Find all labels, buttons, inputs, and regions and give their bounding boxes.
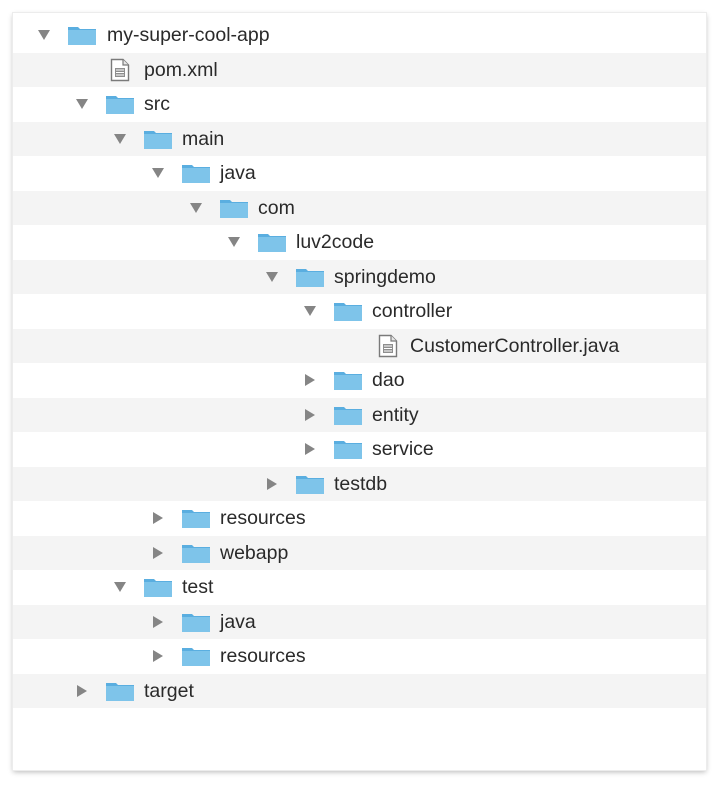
tree-item-label: target [144,679,194,702]
tree-item-label: test [182,576,214,598]
tree-row-service[interactable]: service [13,432,706,467]
tree-item-label: my-super-cool-app [107,24,270,46]
tree-item-label: controller [372,300,453,322]
tree-row-test-resources[interactable]: resources [13,639,706,674]
disclosure-collapsed-icon[interactable] [300,432,320,467]
disclosure-collapsed-icon[interactable] [148,605,168,640]
disclosure-expanded-icon[interactable] [300,294,320,329]
folder-icon [333,294,363,329]
tree-item-label: resources [220,645,306,667]
file-icon [110,53,130,88]
folder-icon [257,225,287,260]
tree-item-label: webapp [220,541,289,564]
empty-row [13,708,706,743]
disclosure-expanded-icon[interactable] [186,191,206,226]
folder-icon [181,639,211,674]
disclosure-expanded-icon[interactable] [148,156,168,191]
folder-icon [143,122,173,157]
folder-icon [181,501,211,536]
disclosure-expanded-icon[interactable] [110,570,130,605]
tree-item-label: entity [372,403,419,426]
folder-icon [333,363,363,398]
tree-row-target[interactable]: target [13,673,706,709]
disclosure-collapsed-icon[interactable] [148,501,168,536]
disclosure-collapsed-icon[interactable] [148,639,168,674]
folder-icon [219,191,249,226]
tree-row-luv2code[interactable]: luv2code [13,225,706,260]
tree-row-java[interactable]: java [13,156,706,191]
tree-row-testdb[interactable]: testdb [13,466,706,502]
tree-row-src[interactable]: src [13,87,706,122]
folder-icon [295,260,325,295]
folder-icon [67,18,97,53]
disclosure-collapsed-icon[interactable] [300,398,320,433]
folder-icon [181,156,211,191]
tree-row-controller[interactable]: controller [13,294,706,329]
folder-icon [105,87,135,122]
tree-row-test-java[interactable]: java [13,604,706,640]
folder-icon [333,398,363,433]
folder-icon [333,432,363,467]
tree-row-springdemo[interactable]: springdemo [13,259,706,295]
tree-row-my-super-cool-app[interactable]: my-super-cool-app [13,18,706,53]
tree-row-com[interactable]: com [13,190,706,226]
disclosure-expanded-icon[interactable] [224,225,244,260]
folder-icon [143,570,173,605]
disclosure-collapsed-icon[interactable] [148,536,168,571]
tree-item-label: springdemo [334,265,436,288]
folder-icon [105,674,135,709]
disclosure-expanded-icon[interactable] [72,87,92,122]
tree-item-label: java [220,162,256,184]
tree-row-dao[interactable]: dao [13,363,706,398]
tree-item-label: CustomerController.java [410,334,620,357]
file-tree: my-super-cool-app pom.xml src main [13,18,706,743]
tree-item-label: main [182,127,225,150]
tree-item-label: testdb [334,472,388,495]
file-icon [378,329,398,364]
folder-icon [181,536,211,571]
folder-icon [295,467,325,502]
tree-item-label: src [144,93,170,115]
tree-item-label: resources [220,507,306,529]
tree-row-webapp[interactable]: webapp [13,535,706,571]
tree-item-label: service [372,438,434,460]
tree-row-test[interactable]: test [13,570,706,605]
disclosure-expanded-icon[interactable] [262,260,282,295]
tree-item-label: luv2code [296,231,375,253]
tree-item-label: dao [372,369,405,391]
tree-row-pom-xml[interactable]: pom.xml [13,52,706,88]
file-tree-panel: my-super-cool-app pom.xml src main [13,13,706,770]
tree-item-label: java [220,610,256,633]
disclosure-collapsed-icon[interactable] [300,363,320,398]
disclosure-expanded-icon[interactable] [34,18,54,53]
disclosure-collapsed-icon[interactable] [72,674,92,709]
disclosure-collapsed-icon[interactable] [262,467,282,502]
folder-icon [181,605,211,640]
tree-item-label: pom.xml [144,58,218,81]
tree-item-label: com [258,196,295,219]
tree-row-resources[interactable]: resources [13,501,706,536]
tree-row-customer-controller-java[interactable]: CustomerController.java [13,328,706,364]
tree-row-entity[interactable]: entity [13,397,706,433]
disclosure-expanded-icon[interactable] [110,122,130,157]
tree-row-main[interactable]: main [13,121,706,157]
